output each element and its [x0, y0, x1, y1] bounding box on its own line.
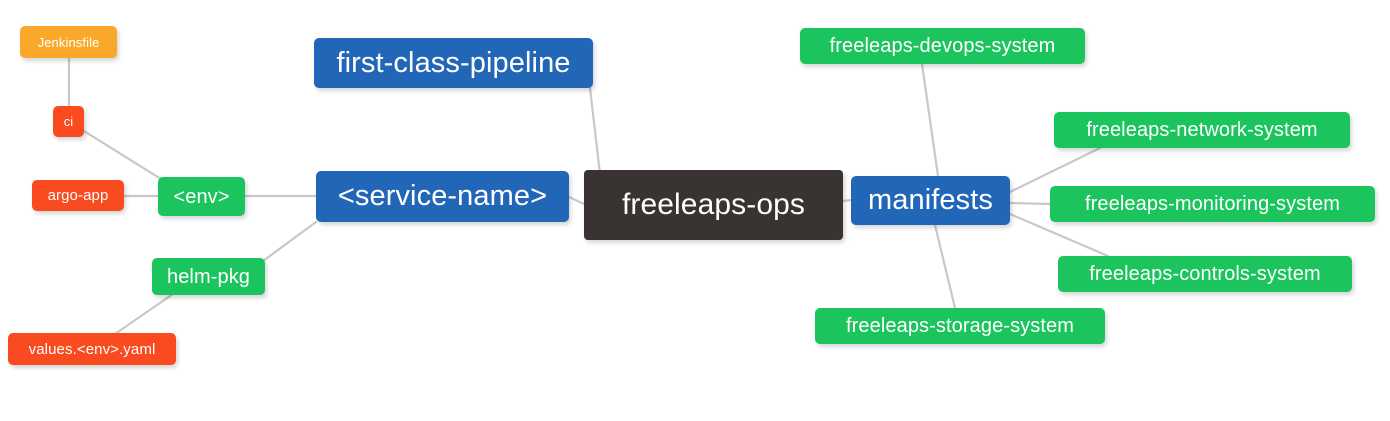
node-storage-system[interactable]: freeleaps-storage-system	[815, 308, 1105, 344]
edge-root-first-class-pipeline	[588, 86, 602, 176]
node-first-class-pipeline[interactable]: first-class-pipeline	[314, 38, 593, 88]
node-helm-pkg[interactable]: helm-pkg	[152, 258, 265, 295]
node-env[interactable]: <env>	[158, 177, 245, 216]
node-devops-system[interactable]: freeleaps-devops-system	[800, 28, 1085, 64]
node-service-name[interactable]: <service-name>	[316, 171, 569, 222]
edge-manifests-monitoring-system	[1008, 201, 1052, 206]
node-manifests[interactable]: manifests	[851, 176, 1010, 225]
node-ci[interactable]: ci	[53, 106, 84, 137]
node-root-freeleaps-ops[interactable]: freeleaps-ops	[584, 170, 843, 240]
edge-root-manifests	[841, 198, 853, 203]
node-network-system[interactable]: freeleaps-network-system	[1054, 112, 1350, 148]
node-monitoring-system[interactable]: freeleaps-monitoring-system	[1050, 186, 1375, 222]
edge-helm-pkg-values-yaml	[113, 292, 175, 336]
node-controls-system[interactable]: freeleaps-controls-system	[1058, 256, 1352, 292]
edge-service-name-helm-pkg	[261, 220, 318, 263]
node-jenkinsfile[interactable]: Jenkinsfile	[20, 26, 117, 58]
edge-root-service-name	[567, 195, 586, 206]
edge-manifests-storage-system	[933, 223, 957, 310]
edge-manifests-devops-system	[920, 62, 940, 178]
edge-env-ci	[82, 129, 163, 181]
node-values-yaml[interactable]: values.<env>.yaml	[8, 333, 176, 365]
node-argo-app[interactable]: argo-app	[32, 180, 124, 211]
